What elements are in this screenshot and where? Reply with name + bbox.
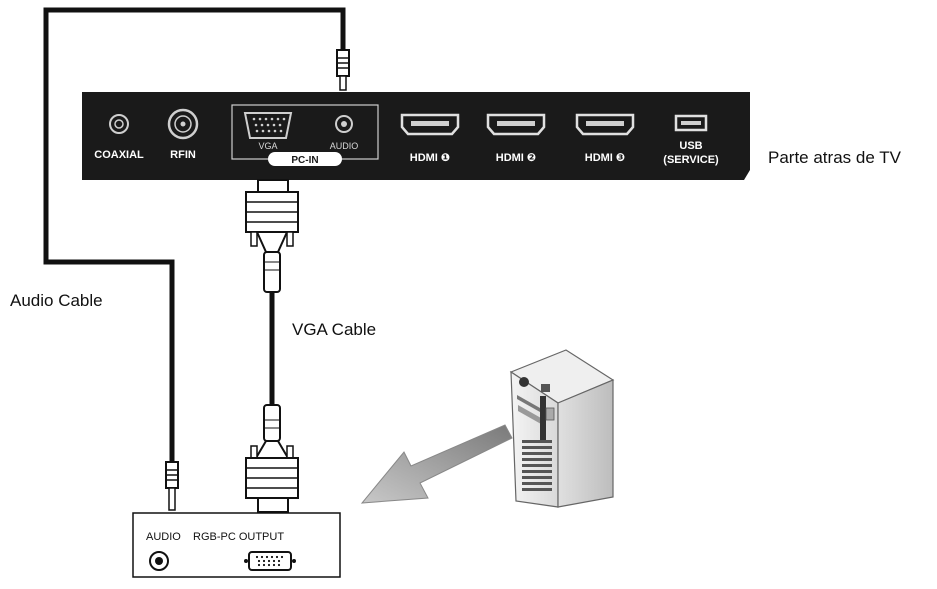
coaxial-port <box>109 114 129 134</box>
pc-vga-port <box>244 551 296 571</box>
rfin-port <box>167 108 199 140</box>
usb-port <box>674 114 708 132</box>
pc-audio-label: AUDIO <box>146 531 181 543</box>
vga-port-label: VGA <box>258 141 277 151</box>
hdmi1-label: HDMI ❶ <box>410 152 450 164</box>
pc-in-group: PC-IN VGA AUDIO <box>231 104 379 166</box>
vga-port <box>243 112 293 139</box>
hdmi2-label: HDMI ❷ <box>496 152 536 164</box>
coaxial-label: COAXIAL <box>94 149 144 161</box>
usb-service-label: (SERVICE) <box>663 154 719 166</box>
hdmi1-port <box>400 113 460 136</box>
vga-cable <box>245 179 299 513</box>
vga-cable-label: VGA Cable <box>292 320 376 339</box>
pc-output-panel: AUDIO RGB-PC OUTPUT <box>132 512 341 578</box>
tv-back-panel: COAXIAL RFIN PC-IN VGA <box>82 92 750 180</box>
rfin-label: RFIN <box>170 149 196 161</box>
audio-port <box>335 115 353 133</box>
pc-rgb-output-label: RGB-PC OUTPUT <box>193 531 284 543</box>
audio-cable <box>43 7 350 511</box>
computer-tower-icon <box>509 349 615 508</box>
usb-label: USB <box>679 140 702 152</box>
audio-port-label: AUDIO <box>330 141 359 151</box>
hdmi3-port <box>575 113 635 136</box>
pc-in-label: PC-IN <box>291 155 318 166</box>
audio-cable-label: Audio Cable <box>10 291 103 310</box>
hdmi2-port <box>486 113 546 136</box>
tv-back-caption: Parte atras de TV <box>768 148 902 167</box>
arrow-icon <box>360 424 513 504</box>
hdmi3-label: HDMI ❸ <box>585 152 625 164</box>
pc-audio-jack <box>149 551 169 571</box>
